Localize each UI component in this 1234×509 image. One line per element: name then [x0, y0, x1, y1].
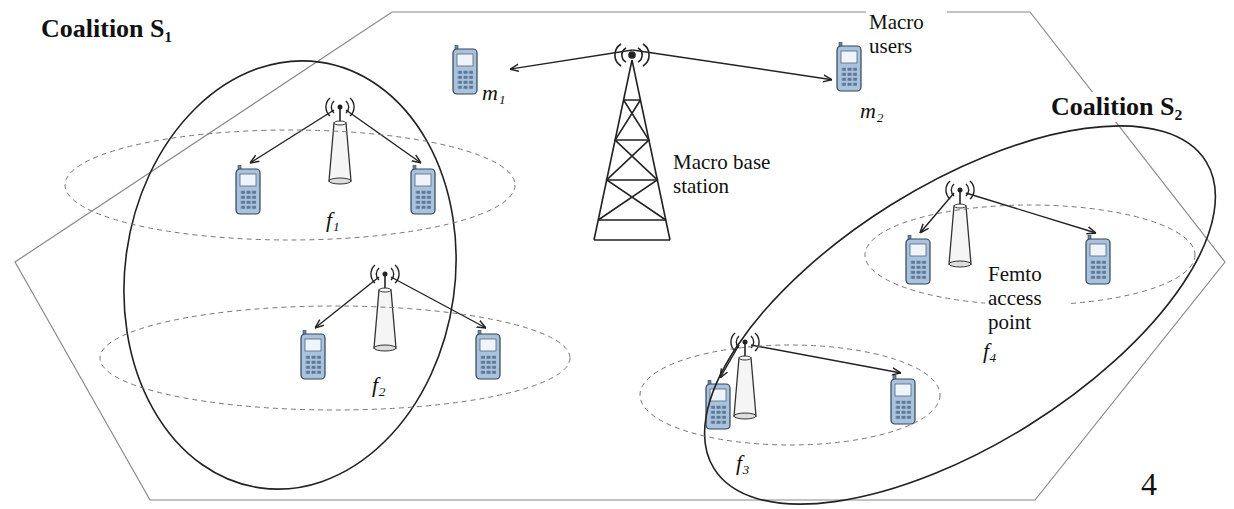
macro-user: m₁ [448, 40, 510, 108]
femto-link [250, 110, 1096, 378]
femto-link [966, 193, 1096, 233]
user-label: m₂ [860, 98, 884, 123]
phone-icon [906, 235, 930, 284]
station-label: Macro base station [670, 150, 786, 198]
coalition-region: Coalition S₂f₄f₃ [670, 185, 1234, 445]
coalition-boundary [645, 51, 1234, 509]
femto-label: f₃ [736, 450, 750, 475]
user-label: m₁ [482, 80, 506, 105]
femto-cell: f₃ [640, 345, 940, 445]
phone-icon [476, 330, 500, 379]
macro-link [633, 50, 833, 80]
macro-link [510, 50, 633, 69]
coalition-region: Coalition S₁f₁f₂ [125, 60, 455, 490]
femto-label: f₂ [372, 372, 386, 397]
outline [65, 130, 515, 240]
tower-symbol [594, 44, 670, 240]
femto-link [250, 110, 334, 163]
coverage-area [15, 12, 1225, 500]
femto-cell: f₁ [65, 130, 515, 240]
phone-icon [453, 45, 477, 94]
cell-boundary [640, 345, 940, 445]
femto-link [920, 193, 954, 233]
caption-label: Femto access point [985, 262, 1071, 334]
outline [640, 345, 940, 445]
cell-boundary [100, 306, 570, 410]
coalition-heading: Coalition S₁ [38, 14, 175, 44]
outline [670, 185, 1234, 445]
phone-icon [301, 330, 325, 379]
femto-label: f₄ [980, 338, 1000, 363]
outline [125, 60, 455, 490]
base-station: Macro base station [600, 50, 665, 240]
femto-link [391, 277, 486, 328]
femto-ap-icon [371, 265, 399, 351]
outline [100, 306, 570, 410]
phone-icon [411, 165, 435, 214]
femto-link [315, 277, 379, 328]
coalition-heading: Coalition S₂ [1048, 92, 1185, 122]
coalition-boundary [97, 39, 484, 509]
page-number: 4 [1138, 466, 1160, 503]
cell-boundary [65, 130, 515, 240]
phone-icon [837, 42, 861, 91]
phone-icon [236, 165, 260, 214]
phone-icon [1086, 235, 1110, 284]
femto-ap-icon [326, 98, 354, 184]
phone-icon [891, 375, 915, 424]
femto-link [751, 345, 901, 373]
femto-label: f₁ [326, 207, 340, 232]
femto-cell: f₂ [100, 306, 570, 410]
caption-label: Macro users [866, 10, 947, 58]
femto-link [346, 110, 421, 163]
